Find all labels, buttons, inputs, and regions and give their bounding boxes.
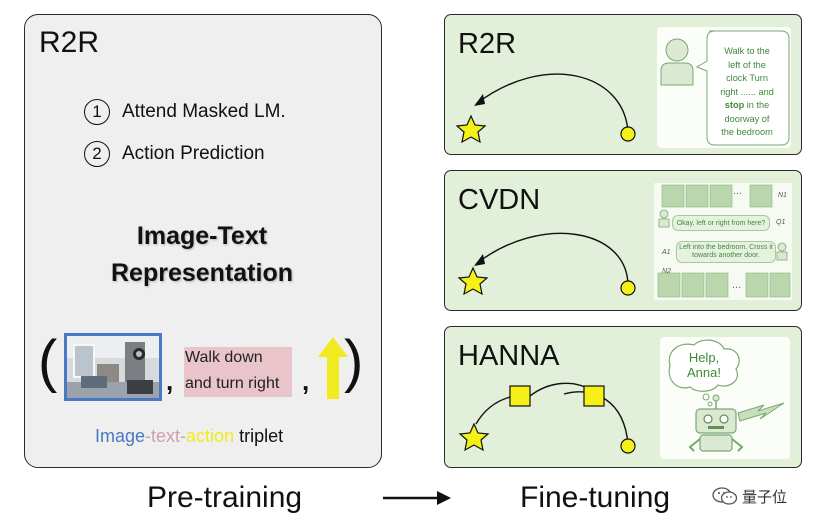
- cvdn-view-strip-top: [661, 184, 773, 208]
- cvdn-path-curve: [475, 232, 629, 287]
- room-image-drawing: [67, 336, 159, 398]
- cvdn-goal-star: [457, 266, 489, 296]
- r2r-instruction-line-1: Walk to the: [724, 46, 770, 56]
- finetune-r2r-title: R2R: [458, 28, 517, 60]
- r2r-instruction-bold-stop: stop: [724, 100, 745, 110]
- arrow-right-icon: [383, 491, 451, 505]
- triplet-word-image: Image: [95, 426, 146, 446]
- instruction-text-line2: and turn right: [185, 375, 280, 392]
- open-paren: (: [38, 329, 58, 394]
- hanna-help-request-1: [509, 385, 531, 407]
- hanna-thought-dot-1: [702, 393, 710, 401]
- close-paren: ): [344, 329, 364, 394]
- step-label-1: Attend Masked LM.: [122, 101, 286, 122]
- cvdn-oracle-icon: [777, 242, 787, 252]
- r2r-instruction-line-7: the bedroom: [721, 127, 773, 137]
- watermark-text: 量子位: [742, 489, 788, 506]
- step-action-prediction: 2 Action Prediction: [84, 141, 265, 167]
- hanna-path-curve-right: [563, 391, 629, 445]
- finetune-hanna-title: HANNA: [458, 340, 560, 372]
- triplet-word-action: action: [186, 426, 235, 446]
- r2r-instruction-line-6: doorway of: [724, 113, 770, 124]
- cvdn-navigator-icon: [659, 209, 669, 219]
- pretraining-label: Pre-training: [147, 481, 303, 514]
- hanna-path-diagram: [458, 382, 636, 454]
- step-number-2: 2: [84, 141, 110, 167]
- r2r-path-diagram: [455, 73, 636, 144]
- cvdn-tag-a1: A1: [662, 249, 671, 256]
- triplet-label: Image-text-action triplet: [95, 426, 283, 447]
- r2r-speaker-body-icon: [660, 62, 694, 86]
- cvdn-tag-q1: Q1: [776, 219, 786, 226]
- r2r-instruction-text: Walk to the left of the clock Turn right…: [709, 45, 785, 140]
- hanna-robot-drawing: [668, 339, 785, 452]
- comma-2: ,: [302, 366, 310, 396]
- comma-1: ,: [166, 366, 174, 396]
- r2r-instruction-line-2: left of the: [728, 59, 766, 70]
- cvdn-view-strip-bottom: [657, 272, 791, 298]
- instruction-text-line1: Walk down: [185, 349, 263, 366]
- representation-line1: Image-Text: [136, 222, 268, 250]
- hanna-path-curve-left: [475, 395, 515, 425]
- cvdn-path-arrowhead: [474, 254, 485, 266]
- r2r-speaker-head-icon: [665, 38, 689, 62]
- cvdn-start-dot: [620, 280, 636, 296]
- wechat-icon: [712, 487, 738, 505]
- r2r-instruction-after-bold: in the: [744, 100, 770, 110]
- finetuning-label: Fine-tuning: [520, 481, 671, 514]
- triplet-word-rest: triplet: [234, 426, 284, 446]
- r2r-inset-drawing: [660, 30, 790, 146]
- triplet-dash-2: -: [180, 426, 187, 446]
- triplet-dash-1: -: [145, 426, 152, 446]
- cvdn-ellipsis-bottom: ...: [732, 279, 742, 291]
- instruction-text-box: [184, 347, 292, 397]
- r2r-speech-bubble: [695, 30, 790, 146]
- step-label-2: Action Prediction: [122, 143, 265, 164]
- hanna-thought-dot-2: [707, 401, 713, 407]
- hanna-speech-text: Help, Anna!: [669, 350, 739, 380]
- step-number-1: 1: [84, 99, 110, 125]
- cvdn-tag-n2: N2: [662, 268, 671, 275]
- image-text-representation: Image-Text Representation: [82, 218, 322, 292]
- r2r-path-curve: [475, 73, 629, 133]
- triplet-word-text: text: [151, 426, 181, 446]
- r2r-start-dot: [620, 126, 636, 142]
- hanna-speech-line2: Anna!: [687, 365, 721, 380]
- cvdn-answer-bubble: Left into the bedroom. Cross it towards …: [676, 241, 776, 263]
- hanna-help-request-2: [583, 385, 605, 407]
- room-image: [64, 333, 162, 401]
- robot-head-icon: [695, 408, 737, 434]
- hanna-start-dot: [620, 438, 636, 454]
- robot-right-arm: [731, 438, 744, 452]
- hanna-goal-star: [458, 422, 490, 452]
- cvdn-question-bubble: Okay, left or right from here?: [672, 215, 770, 231]
- robot-body-icon: [699, 434, 733, 452]
- representation-line2: Representation: [111, 259, 293, 287]
- r2r-instruction-line-5: stop in the: [709, 99, 785, 113]
- hanna-speech-line1: Help,: [688, 350, 720, 365]
- r2r-path-arrowhead: [474, 94, 485, 106]
- cvdn-ellipsis-top: ...: [733, 185, 743, 197]
- cvdn-tag-n1: N1: [778, 192, 787, 199]
- r2r-instruction-line-4: right ...... and: [720, 86, 774, 97]
- r2r-goal-star: [455, 114, 487, 144]
- r2r-instruction-line-3: clock Turn: [726, 73, 768, 83]
- step-attend-masked-lm: 1 Attend Masked LM.: [84, 99, 286, 125]
- cvdn-path-diagram: [457, 232, 636, 296]
- pretraining-panel-title: R2R: [39, 26, 100, 59]
- robot-left-arm: [688, 438, 701, 452]
- robot-lightning-icon: [737, 402, 785, 422]
- action-arrow-icon: [318, 337, 348, 399]
- finetune-cvdn-title: CVDN: [458, 184, 541, 216]
- hanna-thought-cloud: [668, 339, 740, 392]
